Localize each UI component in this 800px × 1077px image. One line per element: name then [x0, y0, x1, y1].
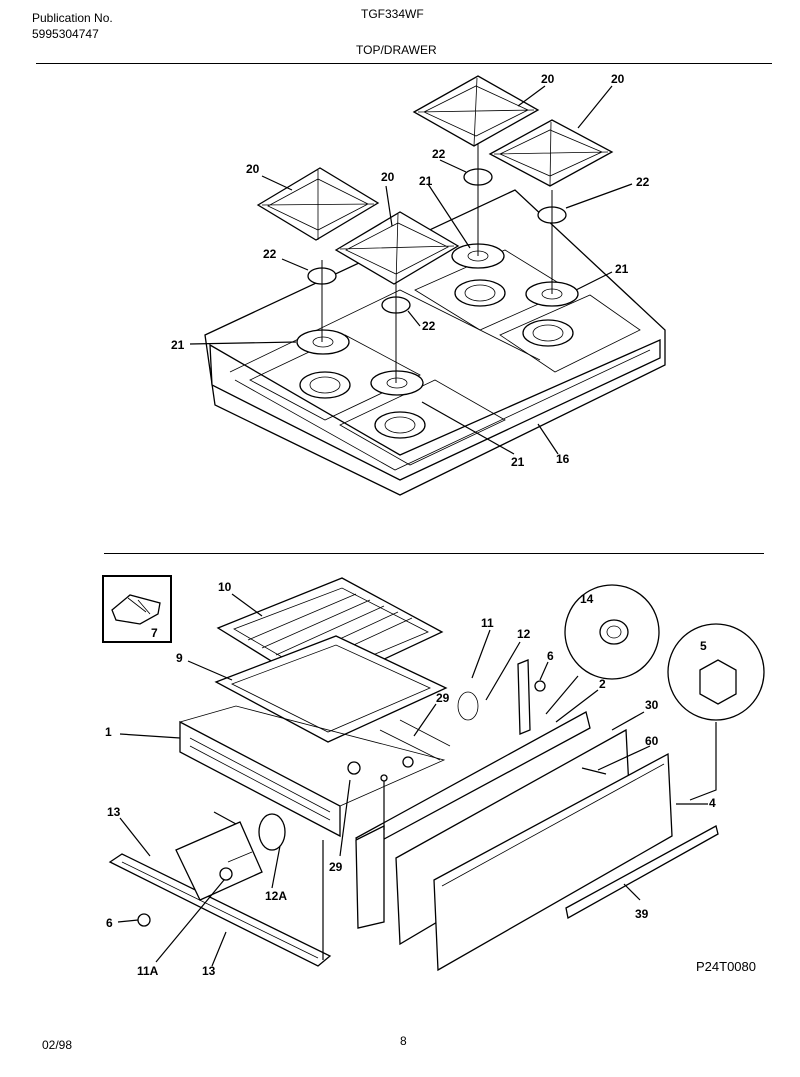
callout-11: 11	[481, 616, 494, 630]
broil-pan	[214, 635, 448, 743]
callout-4: 4	[709, 796, 716, 810]
callout-20: 20	[611, 72, 625, 86]
callout-6: 6	[547, 649, 554, 663]
hardware	[137, 659, 607, 960]
callout-30: 30	[645, 698, 659, 712]
callout-60: 60	[645, 734, 659, 748]
model-number: TGF334WF	[361, 7, 424, 21]
illustration-code: P24T0080	[696, 959, 756, 974]
callout-39: 39	[635, 907, 649, 921]
callout-12: 12	[517, 627, 531, 641]
callout-13: 13	[202, 964, 216, 978]
callout-22: 22	[263, 247, 277, 261]
drawer-rails	[108, 813, 332, 967]
section-divider	[104, 553, 764, 554]
callout-22: 22	[422, 319, 436, 333]
callout-21: 21	[511, 455, 525, 469]
clip-inset	[102, 575, 172, 643]
grates	[256, 75, 614, 285]
callout-21: 21	[419, 174, 433, 188]
footer-date: 02/98	[42, 1038, 73, 1052]
callout-6: 6	[106, 916, 113, 930]
section-title: TOP/DRAWER	[356, 43, 437, 57]
callout-21: 21	[615, 262, 629, 276]
callout-2: 2	[599, 677, 606, 691]
page-number: 8	[400, 1034, 407, 1048]
callout-16: 16	[556, 452, 570, 466]
callout-5: 5	[700, 639, 707, 653]
callout-10: 10	[218, 580, 232, 594]
callout-12a: 12A	[265, 889, 287, 903]
top-leaders	[189, 85, 633, 455]
drawer-leaders	[117, 593, 708, 967]
callout-29: 29	[436, 691, 450, 705]
callout-1: 1	[105, 725, 112, 739]
callout-20: 20	[541, 72, 555, 86]
callout-7: 7	[151, 626, 158, 640]
callout-20: 20	[246, 162, 260, 176]
callout-22: 22	[636, 175, 650, 189]
publication-label: Publication No.	[32, 11, 113, 25]
drawer-body	[179, 705, 451, 838]
header-rule	[36, 63, 772, 64]
publication-number: 5995304747	[32, 27, 99, 41]
cooktop-assembly	[204, 140, 666, 496]
callout-9: 9	[176, 651, 183, 665]
callout-22: 22	[432, 147, 446, 161]
callout-20: 20	[381, 170, 395, 184]
bumper-inset	[667, 623, 765, 801]
callout-11a: 11A	[137, 964, 159, 978]
drawer-front	[355, 711, 719, 972]
roller-inset	[545, 584, 660, 715]
callout-29: 29	[329, 860, 343, 874]
callout-13: 13	[107, 805, 121, 819]
callout-14: 14	[580, 592, 594, 606]
callout-21: 21	[171, 338, 185, 352]
